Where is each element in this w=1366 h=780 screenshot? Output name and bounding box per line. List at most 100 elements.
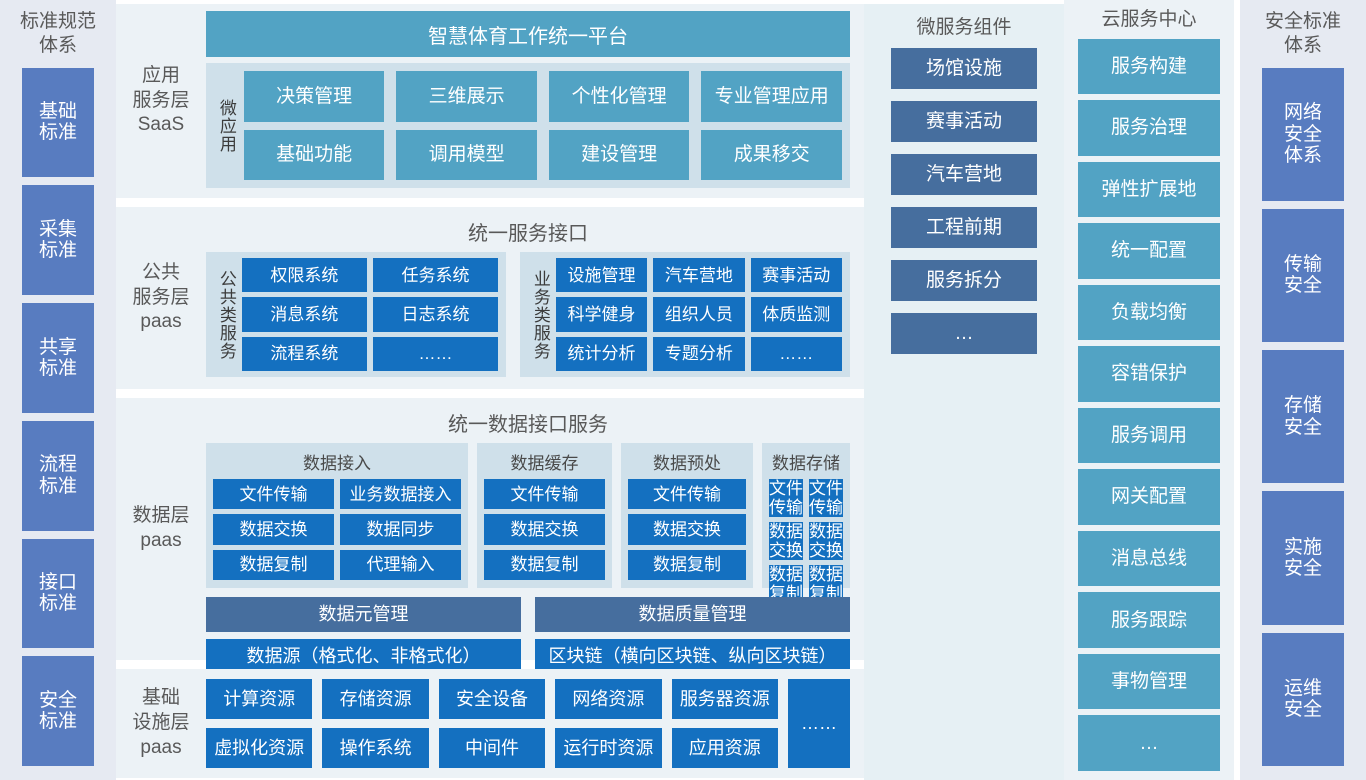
cloud-elastic-scaling[interactable]: 弹性扩展地 bbox=[1078, 161, 1220, 218]
microservice-rv-camp[interactable]: 汽车营地 bbox=[891, 153, 1037, 195]
microservice-service-split[interactable]: 服务拆分 bbox=[891, 259, 1037, 301]
microservice-venue-facility[interactable]: 场馆设施 bbox=[891, 47, 1037, 89]
microservice-more[interactable]: … bbox=[891, 312, 1037, 354]
cloud-message-bus[interactable]: 消息总线 bbox=[1078, 530, 1220, 587]
data-source-row: 数据源（格式化、非格式化） 区块链（横向区块链、纵向区块链） bbox=[206, 639, 850, 674]
business-service-grid: 设施管理 汽车营地 赛事活动 科学健身 组织人员 体质监测 统计分析 专题分析 … bbox=[555, 258, 842, 371]
cache-data-exchange[interactable]: 数据交换 bbox=[484, 514, 605, 545]
micro-app-basic-function[interactable]: 基础功能 bbox=[243, 129, 385, 180]
service-org-personnel[interactable]: 组织人员 bbox=[653, 297, 745, 332]
microservice-column-title: 微服务组件 bbox=[916, 17, 1012, 38]
infrastructure-wrap: 计算资源 存储资源 安全设备 网络资源 服务器资源 虚拟化资源 操作系统 中间件… bbox=[206, 679, 850, 768]
storage-file-transfer-1[interactable]: 文件传输 bbox=[769, 479, 803, 518]
microservice-event-activity[interactable]: 赛事活动 bbox=[891, 100, 1037, 142]
cache-file-transfer[interactable]: 文件传输 bbox=[484, 479, 605, 510]
standard-item-interface[interactable]: 接口 标准 bbox=[22, 538, 94, 649]
ingest-file-transfer[interactable]: 文件传输 bbox=[213, 479, 334, 510]
cloud-fault-tolerance[interactable]: 容错保护 bbox=[1078, 346, 1220, 402]
service-thematic-analysis[interactable]: 专题分析 bbox=[653, 336, 745, 371]
left-rail-title: 标准规范 体系 bbox=[19, 11, 96, 56]
standard-item-process[interactable]: 流程 标准 bbox=[22, 420, 94, 531]
standard-item-security[interactable]: 安全 标准 bbox=[22, 656, 94, 766]
security-item-transmission[interactable]: 传输 安全 bbox=[1262, 208, 1344, 343]
service-public-more[interactable]: …… bbox=[372, 336, 498, 371]
preprocess-file-transfer[interactable]: 文件传输 bbox=[628, 479, 746, 510]
infra-runtime-resource[interactable]: 运行时资源 bbox=[555, 728, 662, 768]
cloud-service-tracing[interactable]: 服务跟踪 bbox=[1078, 592, 1220, 648]
cache-data-replication[interactable]: 数据复制 bbox=[484, 549, 605, 580]
service-rv-camp[interactable]: 汽车营地 bbox=[653, 258, 745, 293]
preprocess-data-exchange[interactable]: 数据交换 bbox=[628, 514, 746, 545]
service-physique-monitor[interactable]: 体质监测 bbox=[750, 297, 842, 332]
micro-app-call-model[interactable]: 调用模型 bbox=[396, 129, 537, 180]
service-log[interactable]: 日志系统 bbox=[372, 297, 498, 332]
data-ingest-title: 数据接入 bbox=[303, 454, 371, 473]
unified-platform-bar[interactable]: 智慧体育工作统一平台 bbox=[206, 11, 850, 57]
ingest-business-data[interactable]: 业务数据接入 bbox=[340, 479, 461, 510]
micro-app-professional[interactable]: 专业管理应用 bbox=[701, 71, 842, 122]
security-item-operations[interactable]: 运维 安全 bbox=[1262, 632, 1344, 766]
service-business-more[interactable]: …… bbox=[750, 336, 842, 371]
infra-more[interactable]: …… bbox=[788, 679, 850, 768]
micro-app-personalized[interactable]: 个性化管理 bbox=[548, 71, 690, 122]
cloud-unified-config[interactable]: 统一配置 bbox=[1078, 223, 1220, 279]
storage-data-exchange-1[interactable]: 数据交换 bbox=[769, 522, 803, 561]
infra-operating-system[interactable]: 操作系统 bbox=[322, 728, 429, 768]
micro-app-decision[interactable]: 决策管理 bbox=[243, 71, 385, 122]
bar-metadata-management[interactable]: 数据元管理 bbox=[206, 597, 521, 632]
ingest-agent-input[interactable]: 代理输入 bbox=[340, 549, 461, 580]
data-layer-label: 数据层 paas bbox=[132, 505, 190, 551]
micro-app-3d-display[interactable]: 三维展示 bbox=[396, 71, 537, 122]
infra-compute-resource[interactable]: 计算资源 bbox=[206, 679, 313, 719]
left-standards-rail: 标准规范 体系 基础 标准 采集 标准 共享 标准 流程 标准 接口 标准 安全… bbox=[0, 0, 116, 780]
paas-layer-panel: 公共 服务层 paas 统一服务接口 公共类服务 权限系统 任务系统 消息系统 … bbox=[116, 207, 864, 389]
storage-data-exchange-2[interactable]: 数据交换 bbox=[809, 522, 843, 561]
infrastructure-grid: 计算资源 存储资源 安全设备 网络资源 服务器资源 虚拟化资源 操作系统 中间件… bbox=[206, 679, 778, 768]
microservice-project-preparation[interactable]: 工程前期 bbox=[891, 206, 1037, 248]
storage-file-transfer-2[interactable]: 文件传输 bbox=[809, 479, 843, 518]
ingest-data-exchange[interactable]: 数据交换 bbox=[213, 514, 334, 545]
cloud-more[interactable]: … bbox=[1078, 715, 1220, 771]
infra-network-resource[interactable]: 网络资源 bbox=[555, 679, 662, 719]
service-event-activity[interactable]: 赛事活动 bbox=[750, 258, 842, 293]
service-statistics[interactable]: 统计分析 bbox=[555, 336, 648, 371]
right-rail-list: 网络 安全 体系 传输 安全 存储 安全 实施 安全 运维 安全 bbox=[1240, 64, 1366, 773]
micro-app-construction[interactable]: 建设管理 bbox=[548, 129, 690, 180]
infrastructure-layer-body: 计算资源 存储资源 安全设备 网络资源 服务器资源 虚拟化资源 操作系统 中间件… bbox=[206, 669, 864, 778]
service-permission[interactable]: 权限系统 bbox=[241, 258, 367, 293]
service-message[interactable]: 消息系统 bbox=[241, 297, 367, 332]
infra-application-resource[interactable]: 应用资源 bbox=[671, 728, 778, 768]
infra-virtualization-resource[interactable]: 虚拟化资源 bbox=[206, 728, 313, 768]
cloud-service-build[interactable]: 服务构建 bbox=[1078, 38, 1220, 95]
bar-data-source[interactable]: 数据源（格式化、非格式化） bbox=[206, 639, 521, 674]
cloud-gateway-config[interactable]: 网关配置 bbox=[1078, 469, 1220, 525]
infra-security-device[interactable]: 安全设备 bbox=[438, 679, 546, 719]
standard-item-collection[interactable]: 采集 标准 bbox=[22, 185, 94, 295]
data-cache-column: 数据缓存 文件传输 数据交换 数据复制 bbox=[477, 443, 612, 588]
micro-app-handover[interactable]: 成果移交 bbox=[701, 129, 842, 180]
cloud-load-balancing[interactable]: 负载均衡 bbox=[1078, 284, 1220, 341]
ingest-data-replication[interactable]: 数据复制 bbox=[213, 549, 334, 580]
standard-item-basic[interactable]: 基础 标准 bbox=[22, 67, 94, 178]
service-task[interactable]: 任务系统 bbox=[372, 258, 498, 293]
infra-storage-resource[interactable]: 存储资源 bbox=[322, 679, 429, 719]
cloud-service-invocation[interactable]: 服务调用 bbox=[1078, 407, 1220, 464]
standard-item-sharing[interactable]: 共享 标准 bbox=[22, 303, 94, 413]
security-item-implementation[interactable]: 实施 安全 bbox=[1262, 491, 1344, 625]
public-service-grid: 权限系统 任务系统 消息系统 日志系统 流程系统 …… bbox=[241, 258, 498, 371]
preprocess-data-replication[interactable]: 数据复制 bbox=[628, 549, 746, 580]
service-workflow[interactable]: 流程系统 bbox=[241, 336, 367, 371]
saas-layer-label: 应用 服务层 SaaS bbox=[132, 64, 190, 136]
security-item-network[interactable]: 网络 安全 体系 bbox=[1262, 67, 1344, 201]
infra-middleware[interactable]: 中间件 bbox=[438, 728, 546, 768]
cloud-transaction-management[interactable]: 事物管理 bbox=[1078, 653, 1220, 710]
ingest-data-sync[interactable]: 数据同步 bbox=[340, 514, 461, 545]
business-service-group: 业务类服务 设施管理 汽车营地 赛事活动 科学健身 组织人员 体质监测 统计分析… bbox=[520, 252, 850, 377]
service-scientific-fitness[interactable]: 科学健身 bbox=[555, 297, 648, 332]
bar-data-quality-management[interactable]: 数据质量管理 bbox=[535, 597, 850, 632]
service-facility-mgmt[interactable]: 设施管理 bbox=[555, 258, 648, 293]
security-item-storage[interactable]: 存储 安全 bbox=[1262, 350, 1344, 484]
cloud-service-governance[interactable]: 服务治理 bbox=[1078, 100, 1220, 156]
infra-server-resource[interactable]: 服务器资源 bbox=[671, 679, 778, 719]
bar-blockchain[interactable]: 区块链（横向区块链、纵向区块链） bbox=[535, 639, 850, 674]
